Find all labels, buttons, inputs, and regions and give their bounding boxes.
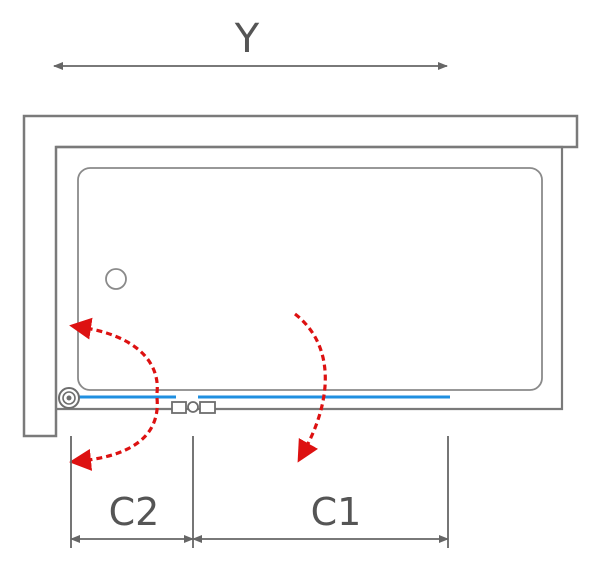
c1-label: C1 [311,490,362,534]
swing-arrow-outward-c2 [69,397,159,471]
bathtub-rim [56,145,564,411]
c2-label: C2 [109,490,160,534]
bathtub-basin [77,167,543,391]
width-dimension: Y [53,16,448,70]
drain-icon [105,268,127,290]
middle-hinge-icon [171,401,216,414]
panel-dimensions: C2 C1 [70,490,449,543]
swing-arrow-c1 [294,312,327,463]
wall-hinge-icon [58,387,80,409]
swing-arrow-inward-c2 [69,317,159,394]
extension-lines [70,436,449,548]
swing-arrows-c2 [69,317,159,471]
width-label: Y [234,16,260,62]
